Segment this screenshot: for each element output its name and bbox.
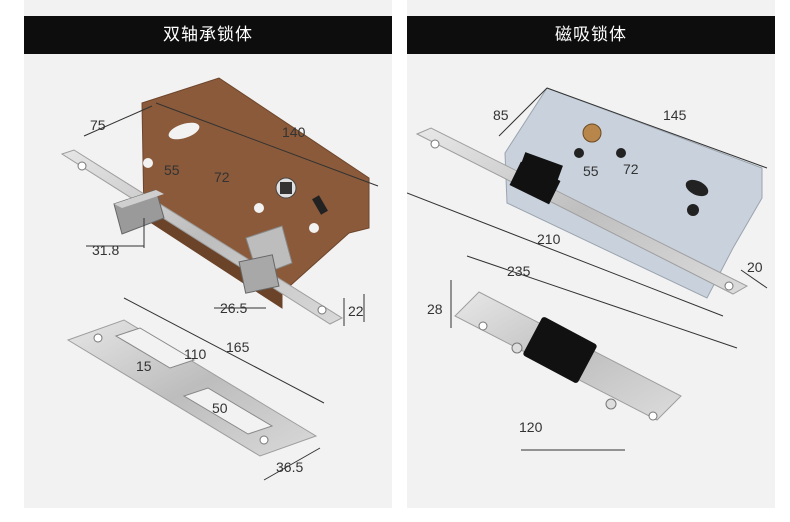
deadbolt — [238, 254, 280, 294]
dim-faceplate-width: 20 — [747, 259, 763, 275]
strike-slot-top — [114, 327, 196, 369]
faceplate-screw-top — [77, 161, 87, 171]
dim-center-distance: 72 — [214, 169, 230, 185]
body-hole-1 — [254, 203, 264, 213]
strike-screw-bottom — [259, 435, 269, 445]
strike-screw-a — [478, 321, 488, 331]
spindle-square — [280, 182, 292, 194]
keyhole-cylinder — [685, 179, 709, 197]
strike-slot-bottom — [182, 387, 274, 435]
dim-deadbolt: 26.5 — [220, 300, 247, 316]
dim-strike-length: 165 — [226, 339, 250, 355]
dim-strike-inner: 110 — [184, 346, 207, 362]
faceplate-latch-window — [509, 161, 561, 205]
strike-screw-b — [511, 342, 523, 354]
dim-body-width: 75 — [90, 117, 106, 133]
magnetic-lock-illustration: 85 145 55 72 210 20 235 28 120 — [407, 58, 775, 508]
dim-body-length: 145 — [663, 107, 687, 123]
dim-strike-width: 28 — [427, 301, 443, 317]
faceplate-screw-bottom — [724, 281, 734, 291]
faceplate-screw-top — [430, 139, 440, 149]
panel-dual-bearing-lock: 双轴承锁体 — [24, 0, 392, 508]
dim-strike-small: 15 — [136, 358, 152, 374]
keyhole-top — [168, 122, 200, 140]
body-hole-3 — [309, 223, 319, 233]
body-hole-c — [687, 204, 699, 216]
body-slot — [312, 195, 328, 215]
dim-backset: 55 — [164, 162, 180, 178]
dim-body-length: 140 — [282, 124, 306, 140]
dim-strike-slot: 50 — [212, 400, 228, 416]
faceplate — [415, 127, 749, 295]
dim-strike-length: 235 — [507, 263, 531, 279]
dim-backset: 55 — [583, 163, 599, 179]
panel-magnetic-lock: 磁吸锁体 — [407, 0, 775, 508]
dim-strike-width: 36.5 — [276, 459, 303, 475]
dim-faceplate-width: 22 — [348, 303, 364, 319]
panel-title: 磁吸锁体 — [407, 16, 775, 54]
dim-strike-inner: 120 — [519, 419, 543, 435]
strike-screw-top — [93, 333, 103, 343]
faceplate-screw-bottom — [317, 305, 327, 315]
strike-screw-c — [605, 398, 617, 410]
dual-bearing-illustration: 75 140 55 72 31.8 26.5 22 165 110 15 50 … — [24, 58, 392, 508]
strike-plate — [66, 319, 318, 457]
latch-bolt-top — [114, 190, 164, 208]
body-hole-a — [574, 148, 584, 158]
spindle-hub — [582, 123, 602, 143]
body-hole-2 — [143, 158, 153, 168]
dim-latch-bolt: 31.8 — [92, 242, 119, 258]
dim-faceplate-length: 210 — [537, 231, 561, 247]
dim-body-width: 85 — [493, 107, 509, 123]
panel-title: 双轴承锁体 — [24, 16, 392, 54]
strike-magnet — [523, 317, 597, 383]
dim-center-distance: 72 — [623, 161, 639, 177]
body-hole-b — [616, 148, 626, 158]
strike-screw-d — [648, 411, 658, 421]
